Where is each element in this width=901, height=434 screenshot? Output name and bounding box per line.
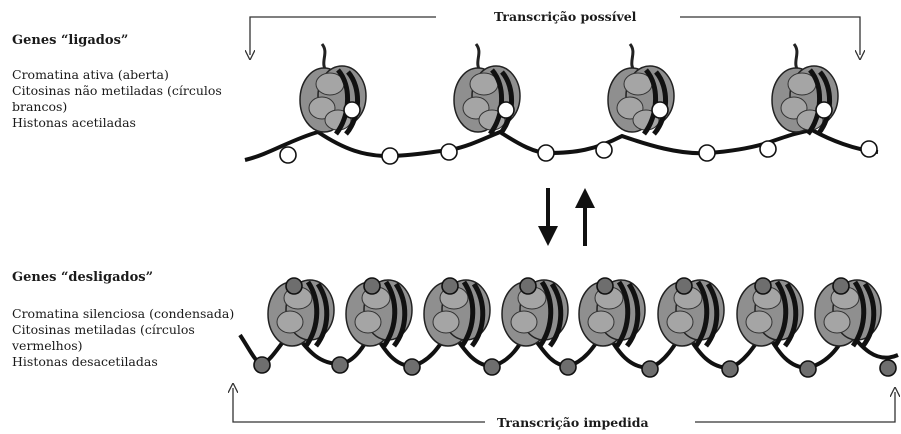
arrow-up-icon xyxy=(575,188,595,246)
nucleosome-bottom-2 xyxy=(346,278,412,346)
nucleosome-top-4 xyxy=(772,44,838,134)
nucleosome-bottom-6 xyxy=(658,278,724,346)
nucleosome-bottom-7 xyxy=(737,278,803,346)
genes-on-line-3: brancos) xyxy=(12,99,67,114)
dna-strand-top xyxy=(245,130,878,160)
transcription-possible-label: Transcrição possível xyxy=(494,9,636,24)
nucleosome-top-2 xyxy=(454,44,520,134)
transcription-blocked-label: Transcrição impedida xyxy=(497,415,649,430)
nucleosome-bottom-1 xyxy=(268,278,334,346)
nucleosome-top-1 xyxy=(300,44,366,134)
nucleosome-bottom-4 xyxy=(502,278,568,346)
genes-on-title: Genes “ligados” xyxy=(12,33,128,48)
nucleosome-bottom-3 xyxy=(424,278,490,346)
genes-off-title: Genes “desligados” xyxy=(12,270,153,285)
genes-off-line-4: Histonas desacetiladas xyxy=(12,354,158,369)
genes-off-line-3: vermelhos) xyxy=(12,338,83,353)
nucleosome-top-3 xyxy=(608,44,674,134)
genes-on-line-2: Citosinas não metiladas (círculos xyxy=(12,83,222,98)
genes-on-line-4: Histonas acetiladas xyxy=(12,115,136,130)
genes-off-line-1: Cromatina silenciosa (condensada) xyxy=(12,306,234,321)
genes-on-line-1: Cromatina ativa (aberta) xyxy=(12,67,169,82)
nucleosome-bottom-5 xyxy=(579,278,645,346)
nucleosome-bottom-8 xyxy=(815,278,881,346)
arrow-down-icon xyxy=(538,188,558,246)
genes-off-line-2: Citosinas metiladas (círculos xyxy=(12,322,195,337)
